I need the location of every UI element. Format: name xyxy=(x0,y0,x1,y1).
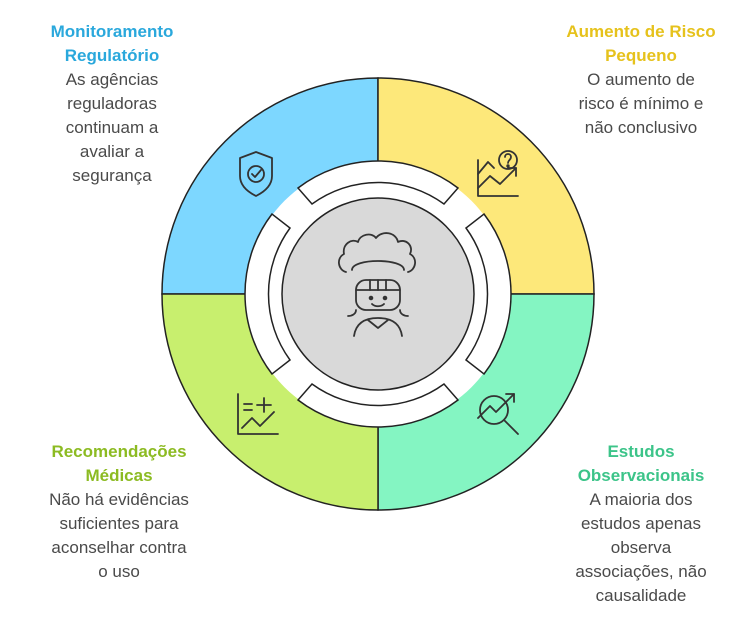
description-small-risk-increase: O aumento de risco é mínimo e não conclu… xyxy=(538,68,744,140)
description-line: segurança xyxy=(72,166,152,185)
ring-arc-segments xyxy=(244,160,512,428)
title-regulatory-monitoring: Monitoramento Regulatório xyxy=(12,20,212,68)
description-line: associações, não xyxy=(575,562,707,581)
description-line: Não há evidências xyxy=(49,490,189,509)
title-line: Médicas xyxy=(85,466,153,485)
description-line: causalidade xyxy=(595,586,687,605)
shield-check-icon xyxy=(239,151,273,197)
label-observational-studies: Estudos Observacionais A maioria dos est… xyxy=(538,440,744,608)
title-line: Estudos xyxy=(607,442,675,461)
description-line: avaliar a xyxy=(79,142,145,161)
description-line: o uso xyxy=(98,562,140,581)
title-line: Monitoramento xyxy=(50,22,174,41)
label-medical-recommendations: Recomendações Médicas Não há evidências … xyxy=(14,440,224,584)
title-line: Regulatório xyxy=(64,46,160,65)
ring-arc-bottom xyxy=(296,382,460,428)
description-line: As agências xyxy=(65,70,159,89)
title-line: Recomendações xyxy=(51,442,187,461)
search-trend-icon xyxy=(477,393,519,435)
description-line: O aumento de xyxy=(587,70,695,89)
ring-arc-left xyxy=(244,212,292,376)
label-small-risk-increase: Aumento de Risco Pequeno O aumento de ri… xyxy=(538,20,744,140)
ring-arc-top xyxy=(296,160,460,206)
description-observational-studies: A maioria dos estudos apenas observa ass… xyxy=(538,488,744,608)
description-line: continuam a xyxy=(65,118,159,137)
title-small-risk-increase: Aumento de Risco Pequeno xyxy=(538,20,744,68)
description-line: não conclusivo xyxy=(584,118,698,137)
title-observational-studies: Estudos Observacionais xyxy=(538,440,744,488)
title-line: Observacionais xyxy=(577,466,705,485)
label-regulatory-monitoring: Monitoramento Regulatório As agências re… xyxy=(12,20,212,188)
description-line: risco é mínimo e xyxy=(578,94,704,113)
description-regulatory-monitoring: As agências reguladoras continuam a aval… xyxy=(12,68,212,188)
description-line: estudos apenas xyxy=(580,514,702,533)
description-line: observa xyxy=(610,538,672,557)
chart-question-icon xyxy=(477,150,519,197)
ring-arc-right xyxy=(464,212,512,376)
title-line: Aumento de Risco xyxy=(566,22,716,41)
description-line: A maioria dos xyxy=(589,490,693,509)
description-line: aconselhar contra xyxy=(51,538,187,557)
medical-chart-icon xyxy=(237,393,279,435)
title-medical-recommendations: Recomendações Médicas xyxy=(14,440,224,488)
description-medical-recommendations: Não há evidências suficientes para acons… xyxy=(14,488,224,584)
title-line: Pequeno xyxy=(605,46,677,65)
person-curly-hair-icon xyxy=(338,232,416,337)
description-line: suficientes para xyxy=(59,514,179,533)
description-line: reguladoras xyxy=(67,94,157,113)
center-circle xyxy=(281,197,475,391)
